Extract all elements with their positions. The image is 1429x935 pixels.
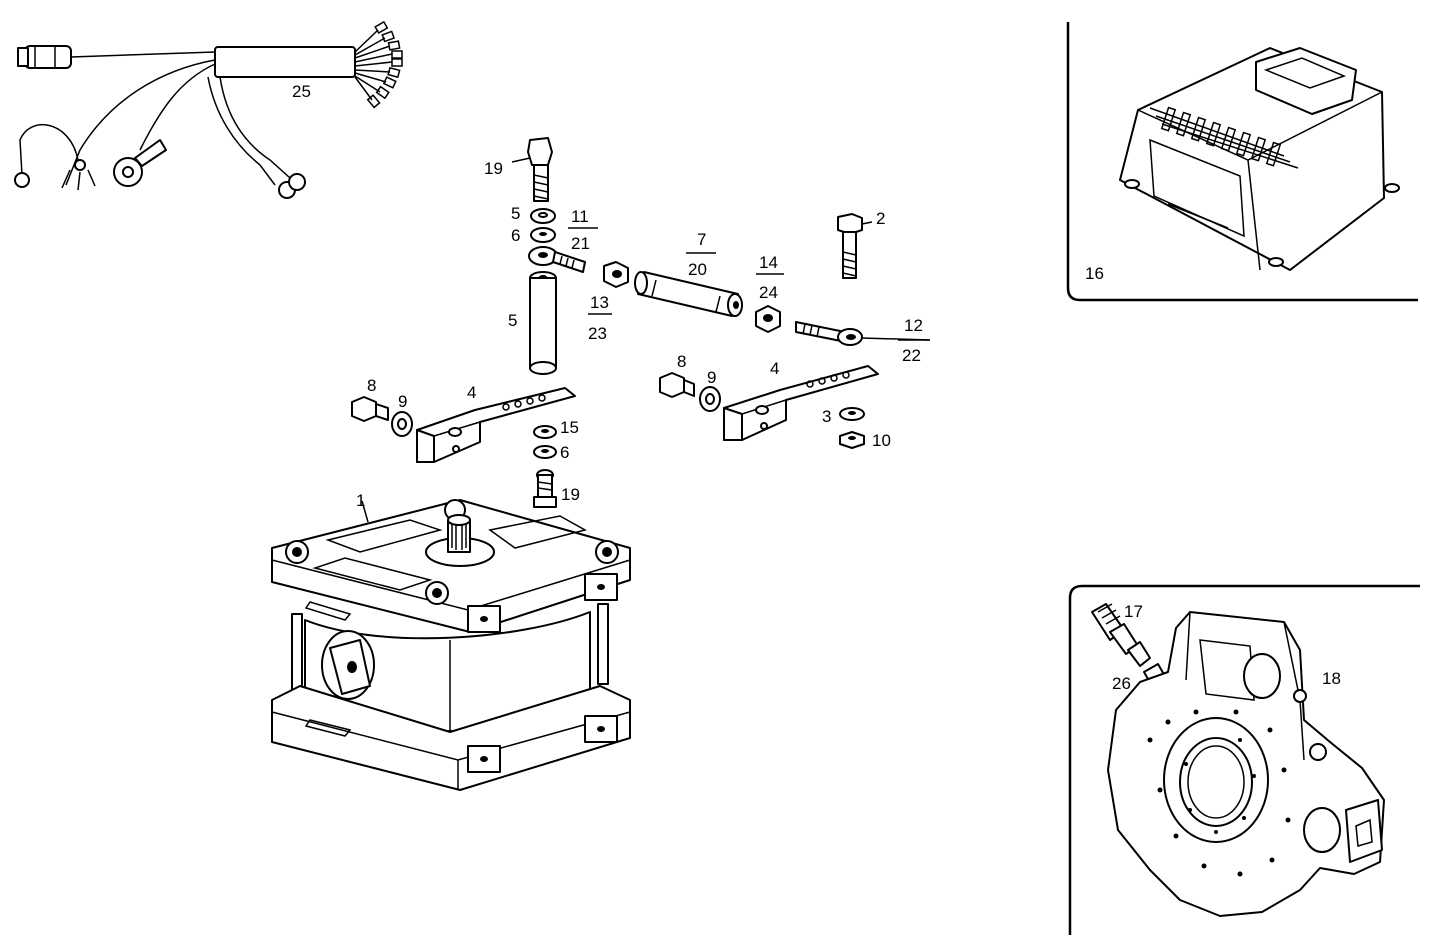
part-label-18: 18 — [1322, 669, 1341, 688]
part-label-8-right: 8 — [677, 352, 686, 371]
screw-8-left: 8 — [351, 376, 389, 422]
part-label-19-bottom: 19 — [561, 485, 580, 504]
ball-joint-12-22: 12 22 — [795, 316, 931, 365]
washer-6-bottom: 6 — [533, 443, 569, 462]
part-label-11: 11 — [571, 207, 589, 226]
part-label-21: 21 — [571, 234, 590, 253]
part-label-14: 14 — [759, 253, 778, 272]
part-label-16: 16 — [1085, 264, 1104, 283]
part-label-20: 20 — [688, 260, 707, 279]
control-unit-inset: 16 — [1066, 22, 1418, 302]
part-label-10: 10 — [872, 431, 891, 450]
washer-5-top: 5 — [511, 204, 556, 224]
part-label-26: 26 — [1112, 674, 1131, 693]
nut-14-24: 14 24 — [755, 253, 784, 333]
part-label-13: 13 — [590, 293, 609, 312]
bolt-2: 2 — [837, 209, 885, 279]
washer-15: 15 — [533, 418, 579, 439]
part-label-4-left: 4 — [467, 383, 476, 402]
part-label-23: 23 — [588, 324, 607, 343]
spacer-rod-5: 5 — [508, 271, 557, 375]
bolt-19-bottom: 19 — [533, 469, 580, 508]
screw-8-right: 8 — [659, 352, 695, 398]
part-label-3: 3 — [822, 407, 831, 426]
part-label-4-right: 4 — [770, 359, 779, 378]
washer-9-right: 9 — [699, 368, 721, 412]
lever-4-left: 4 — [416, 383, 576, 463]
nut-13-23: 13 23 — [588, 261, 629, 343]
part-label-9-right: 9 — [707, 368, 716, 387]
part-label-5-top: 5 — [511, 204, 520, 223]
part-label-2: 2 — [876, 209, 885, 228]
part-label-24: 24 — [759, 283, 778, 302]
nut-10: 10 — [839, 431, 891, 450]
washer-9-left: 9 — [391, 392, 413, 437]
ball-joint-11-21: 11 21 — [528, 207, 598, 273]
washer-3: 3 — [822, 407, 865, 426]
actuator-body-1: 1 — [271, 491, 631, 791]
part-label-12: 12 — [904, 316, 923, 335]
part-label-19-top: 19 — [484, 159, 503, 178]
flywheel-housing-inset: 17 26 — [1068, 584, 1420, 935]
part-label-17: 17 — [1124, 602, 1143, 621]
part-label-1: 1 — [356, 491, 365, 510]
part-label-22: 22 — [902, 346, 921, 365]
part-label-6-bottom: 6 — [560, 443, 569, 462]
wiring-harness: 25 — [14, 20, 403, 199]
part-label-5-rod: 5 — [508, 311, 517, 330]
lever-4-right: 4 — [723, 359, 879, 441]
washer-6-top: 6 — [511, 226, 556, 245]
part-label-8-left: 8 — [367, 376, 376, 395]
bolt-19-top: 19 — [484, 137, 553, 202]
part-label-25: 25 — [292, 82, 311, 101]
part-label-7: 7 — [697, 230, 706, 249]
connecting-rod-7-20: 7 20 — [634, 230, 743, 317]
part-label-6-top: 6 — [511, 226, 520, 245]
part-label-9-left: 9 — [398, 392, 407, 411]
part-label-15: 15 — [560, 418, 579, 437]
